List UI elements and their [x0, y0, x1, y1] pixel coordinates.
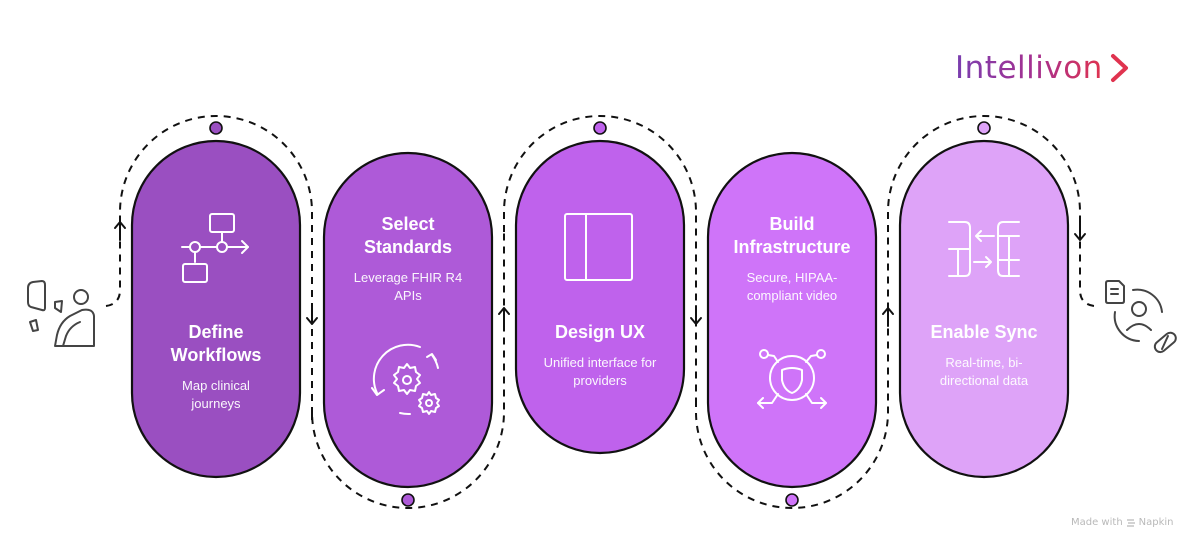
junction-dot [785, 493, 799, 507]
brand-name: Intellivon [955, 50, 1103, 86]
step-description: Unified interface for providers [543, 355, 657, 388]
step-title: Select Standards [363, 214, 453, 257]
provider-record-icon [1105, 280, 1177, 354]
arrow-down-icon [1074, 221, 1086, 241]
step-design-ux: Design UX Unified interface for provider… [516, 321, 684, 390]
step-description: Map clinical journeys [182, 378, 250, 411]
junction-dot [209, 121, 223, 135]
split-layout-icon [564, 213, 633, 281]
patient-telehealth-icon [27, 280, 95, 347]
gears-cycle-icon [371, 343, 440, 416]
step-description: Secure, HIPAA- compliant video [746, 270, 838, 303]
secure-network-icon [757, 349, 827, 409]
data-sync-icon [948, 221, 1020, 277]
step-title: Define Workflows [170, 322, 262, 365]
capsule-select-standards [322, 151, 494, 489]
direction-arrows [114, 221, 1086, 327]
step-description: Real-time, bi- directional data [939, 355, 1029, 388]
step-title: Design UX [554, 322, 646, 342]
arrow-up-icon [882, 307, 894, 327]
step-build-infrastructure: Build Infrastructure Secure, HIPAA- comp… [708, 213, 876, 305]
step-title: Build Infrastructure [733, 214, 851, 257]
arrow-up-icon [114, 221, 126, 241]
step-select-standards: Select Standards Leverage FHIR R4 APIs [324, 213, 492, 305]
capsule-build-infrastructure [706, 151, 878, 489]
junction-dot [593, 121, 607, 135]
napkin-logo-icon [1126, 518, 1135, 527]
capsules [130, 139, 1070, 489]
step-description: Leverage FHIR R4 APIs [353, 270, 463, 303]
capsule-design-ux [514, 139, 686, 455]
junction-dot [977, 121, 991, 135]
dashed-connector [105, 115, 1095, 509]
arrow-down-icon [306, 305, 318, 325]
brand-logo: Intellivon [955, 48, 1131, 88]
arrow-up-icon [498, 307, 510, 327]
made-with-napkin: Made with Napkin [1071, 517, 1174, 528]
step-title: Enable Sync [930, 322, 1038, 342]
junction-dots [209, 121, 991, 507]
step-define-workflows: Define Workflows Map clinical journeys [132, 321, 300, 413]
capsule-define-workflows [130, 139, 302, 479]
junction-dot [401, 493, 415, 507]
arrow-down-icon [690, 305, 702, 325]
capsule-enable-sync [898, 139, 1070, 479]
chevron-right-icon [1110, 54, 1128, 82]
step-enable-sync: Enable Sync Real-time, bi- directional d… [900, 321, 1068, 390]
workflow-icon [181, 213, 249, 283]
